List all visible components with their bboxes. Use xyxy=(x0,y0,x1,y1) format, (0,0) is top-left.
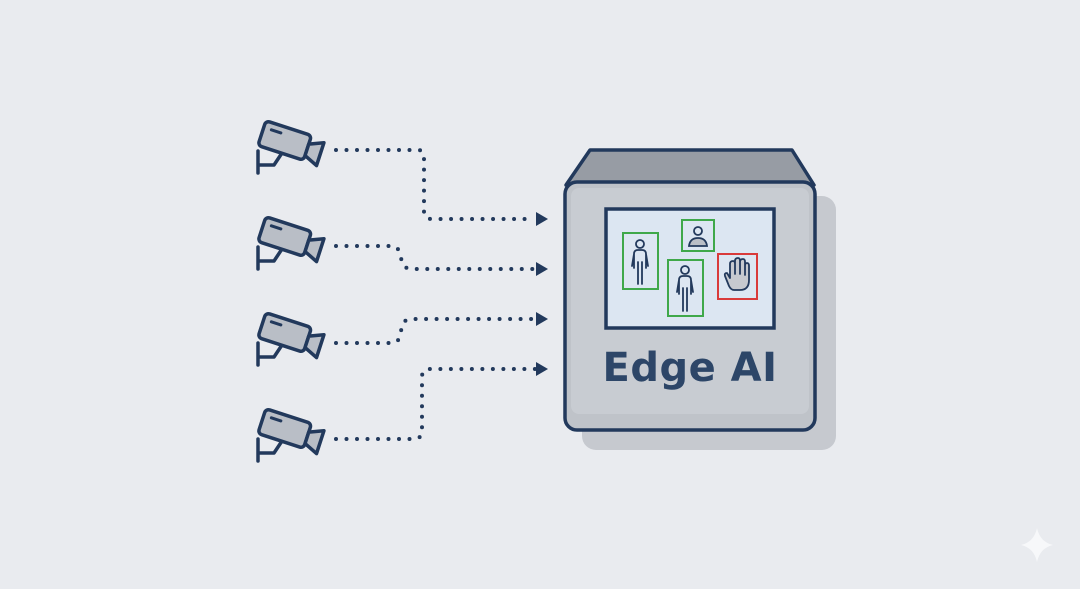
camera-icon xyxy=(255,310,327,367)
arrow-icon xyxy=(536,312,548,326)
arrow-icon xyxy=(536,262,548,276)
hand-alert-box xyxy=(717,253,758,300)
arrow-icon xyxy=(536,212,548,226)
camera-icon xyxy=(255,406,327,463)
edge-ai-label: Edge AI xyxy=(602,345,778,391)
connector-line-2 xyxy=(334,244,537,271)
person-detection-box xyxy=(667,259,704,317)
arrowheads xyxy=(536,212,548,376)
person-detection-box xyxy=(622,232,659,290)
sparkle-icon xyxy=(1021,528,1053,562)
connector-line-4 xyxy=(334,367,537,441)
camera-icon xyxy=(255,214,327,271)
camera-icon xyxy=(255,118,327,175)
arrow-icon xyxy=(536,362,548,376)
connector-line-3 xyxy=(334,317,537,345)
face-detection-box xyxy=(681,219,715,252)
edge-ai-device xyxy=(563,148,836,450)
connector-line-1 xyxy=(334,148,537,221)
